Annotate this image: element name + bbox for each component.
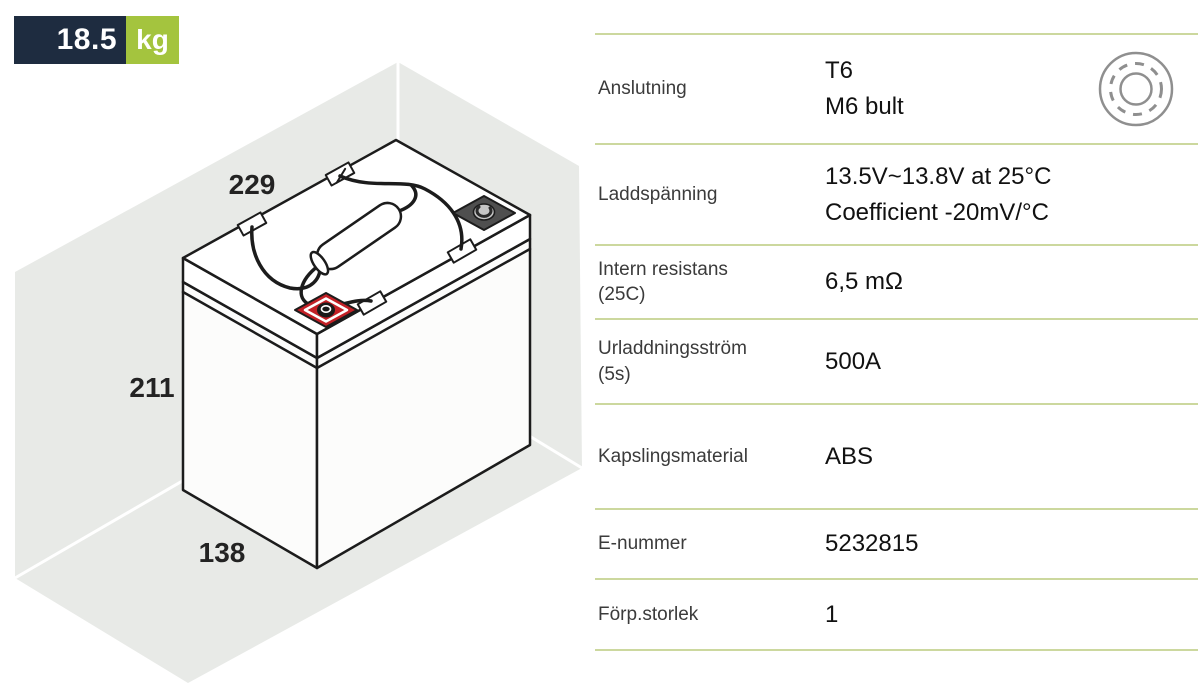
spec-label: Intern resistans (25C) bbox=[598, 258, 728, 305]
spec-value: ABS bbox=[825, 442, 874, 470]
table-row: Laddspänning 13.5V~13.8V at 25°C Coeffic… bbox=[595, 143, 1198, 244]
spec-value: T6 M6 bult bbox=[825, 57, 904, 120]
weight-unit: kg bbox=[126, 16, 179, 64]
table-row: Förp.storlek 1 bbox=[595, 578, 1198, 651]
dimension-label-depth: 138 bbox=[199, 537, 246, 568]
dimension-label-height: 211 bbox=[129, 372, 174, 403]
dimension-label-width: 229 bbox=[229, 169, 276, 200]
battery-diagram: 229 211 138 bbox=[14, 62, 583, 683]
spec-table: Anslutning T6 M6 bult Laddspänning 13.5V… bbox=[595, 33, 1198, 651]
spec-label: Anslutning bbox=[598, 78, 687, 100]
spec-label: Förp.storlek bbox=[598, 603, 699, 625]
spec-value: 5232815 bbox=[825, 530, 919, 557]
table-row: E-nummer 5232815 bbox=[595, 508, 1198, 578]
table-row: Kapslingsmaterial ABS bbox=[595, 403, 1198, 508]
weight-value: 18.5 bbox=[14, 16, 126, 64]
table-row: Urladdningsström (5s) 500A bbox=[595, 318, 1198, 403]
negative-terminal bbox=[452, 195, 516, 231]
spec-label: Kapslingsmaterial bbox=[598, 445, 748, 467]
lid-clip bbox=[236, 161, 478, 316]
spec-label: E-nummer bbox=[598, 533, 687, 555]
spec-value: 1 bbox=[825, 600, 839, 628]
table-row: Intern resistans (25C) 6,5 mΩ bbox=[595, 244, 1198, 318]
spec-value: 500A bbox=[825, 347, 882, 375]
spec-value: 6,5 mΩ bbox=[825, 268, 903, 295]
inline-fuse bbox=[309, 201, 403, 276]
weight-badge: 18.5 kg bbox=[14, 16, 179, 64]
battery-illustration bbox=[181, 138, 532, 570]
spec-label: Laddspänning bbox=[598, 183, 718, 205]
terminal-top-view-icon bbox=[1098, 51, 1174, 127]
spec-label: Urladdningsström (5s) bbox=[598, 338, 747, 385]
spec-value: 13.5V~13.8V at 25°C Coefficient -20mV/°C bbox=[825, 162, 1052, 226]
positive-terminal bbox=[294, 292, 358, 328]
table-row: Anslutning T6 M6 bult bbox=[595, 33, 1198, 143]
